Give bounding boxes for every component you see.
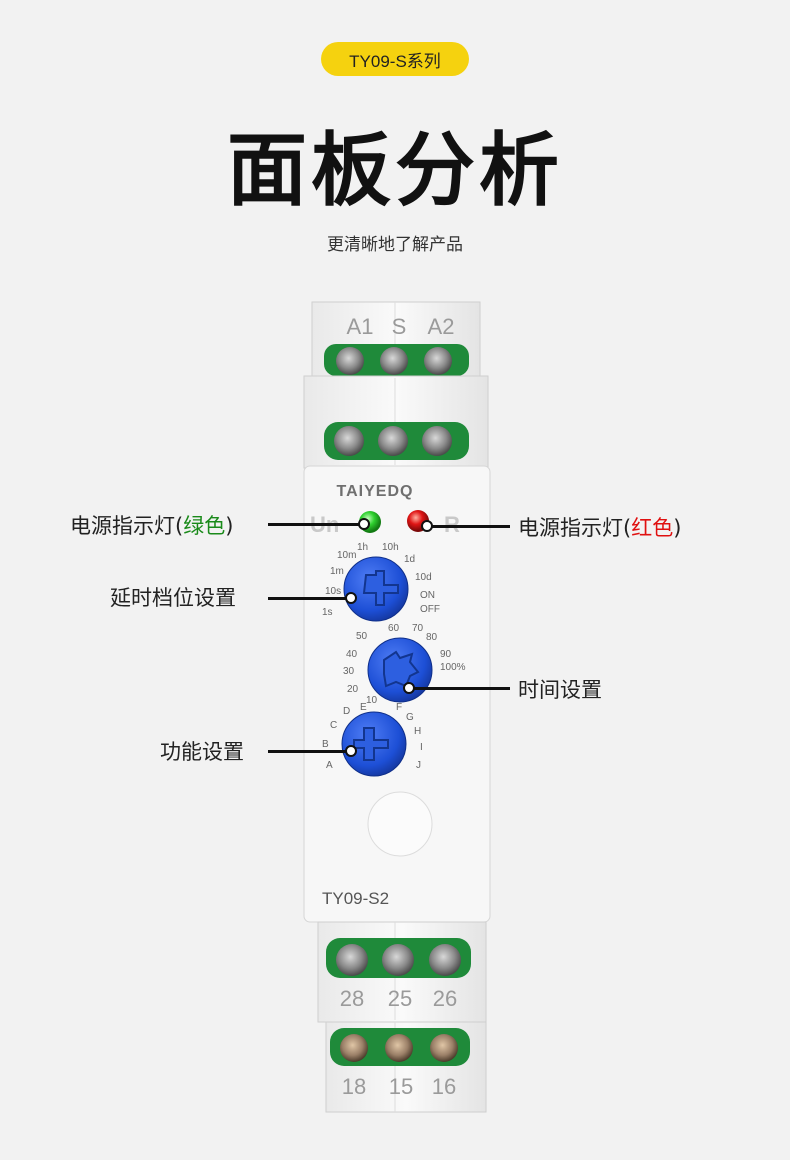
model-label: TY09-S2	[322, 889, 389, 908]
callout-color-word: 绿色	[183, 514, 226, 538]
screw-icon	[430, 1034, 458, 1062]
brand-label: TAIYEDQ	[337, 483, 414, 500]
time-label: 30	[343, 666, 355, 677]
screw-icon	[336, 347, 364, 375]
function-label: B	[322, 739, 329, 750]
callout-range: 延时档位设置	[110, 586, 236, 610]
terminal-label: 15	[389, 1074, 413, 1099]
callout-text: 电源指示灯(	[70, 514, 184, 538]
callout-line	[268, 750, 350, 753]
callout-text: )	[225, 514, 234, 538]
terminal-label-a2: A2	[428, 314, 455, 339]
screw-icon	[429, 944, 461, 976]
range-label: 10d	[415, 572, 432, 583]
time-label: 100%	[440, 662, 466, 673]
callout-power-green: 电源指示灯(绿色)	[70, 510, 233, 540]
time-label: 70	[412, 623, 424, 634]
time-label: 90	[440, 649, 452, 660]
callout-power-red: 电源指示灯(红色)	[518, 512, 681, 542]
callout-line	[268, 523, 364, 526]
function-label: F	[396, 702, 402, 713]
callout-dot	[403, 682, 415, 694]
screw-icon	[385, 1034, 413, 1062]
page-title: 面板分析	[227, 124, 563, 217]
time-label: 50	[356, 631, 368, 642]
function-label: C	[330, 720, 337, 731]
series-badge: TY09-S系列	[321, 42, 469, 76]
range-label: 1d	[404, 554, 415, 565]
function-label: I	[420, 742, 423, 753]
screw-icon	[378, 426, 408, 456]
terminal-label: 18	[342, 1074, 366, 1099]
callout-dot	[345, 592, 357, 604]
callout-text: )	[673, 516, 682, 540]
function-dial[interactable]	[341, 711, 407, 777]
screw-icon	[422, 426, 452, 456]
led-label-r: R	[444, 512, 460, 537]
range-label: 1h	[357, 542, 368, 553]
terminal-label: 28	[340, 986, 364, 1011]
range-label: ON	[420, 590, 435, 601]
function-label: A	[326, 760, 333, 771]
callout-function: 功能设置	[160, 740, 244, 764]
callout-line	[414, 687, 510, 690]
terminal-label-a1: A1	[347, 314, 374, 339]
range-label: 1m	[330, 566, 344, 577]
screw-icon	[380, 347, 408, 375]
time-label: 80	[426, 632, 438, 643]
time-dial[interactable]	[367, 637, 433, 703]
terminal-label-s: S	[392, 314, 407, 339]
function-label: E	[360, 702, 367, 713]
function-label: J	[416, 760, 421, 771]
screw-icon	[382, 944, 414, 976]
relay-device: A1 S A2 TAIYEDQ Un R 10m 1h 10h 1d 1m 10…	[300, 300, 495, 1120]
screw-icon	[340, 1034, 368, 1062]
terminal-label: 16	[432, 1074, 456, 1099]
callout-line	[268, 597, 352, 600]
range-label: 1s	[322, 607, 333, 618]
screw-icon	[336, 944, 368, 976]
callout-dot	[421, 520, 433, 532]
function-label: D	[343, 706, 350, 717]
terminal-label: 26	[433, 986, 457, 1011]
screw-icon	[334, 426, 364, 456]
page-subtitle: 更清晰地了解产品	[327, 235, 463, 255]
callout-dot	[358, 518, 370, 530]
screw-icon	[424, 347, 452, 375]
time-label: 40	[346, 649, 358, 660]
range-dial[interactable]	[343, 556, 409, 622]
time-label: 10	[366, 695, 378, 706]
time-label: 60	[388, 623, 400, 634]
time-label: 20	[347, 684, 359, 695]
function-label: H	[414, 726, 421, 737]
range-label: 10m	[337, 550, 356, 561]
range-label: 10h	[382, 542, 399, 553]
range-label: 10s	[325, 586, 341, 597]
callout-color-word: 红色	[631, 516, 674, 540]
callout-text: 电源指示灯(	[518, 516, 632, 540]
terminal-label: 25	[388, 986, 412, 1011]
range-label: OFF	[420, 604, 440, 615]
callout-line	[430, 525, 510, 528]
callout-time: 时间设置	[518, 678, 602, 702]
function-label: G	[406, 712, 414, 723]
indicator-window	[367, 791, 433, 857]
callout-dot	[345, 745, 357, 757]
